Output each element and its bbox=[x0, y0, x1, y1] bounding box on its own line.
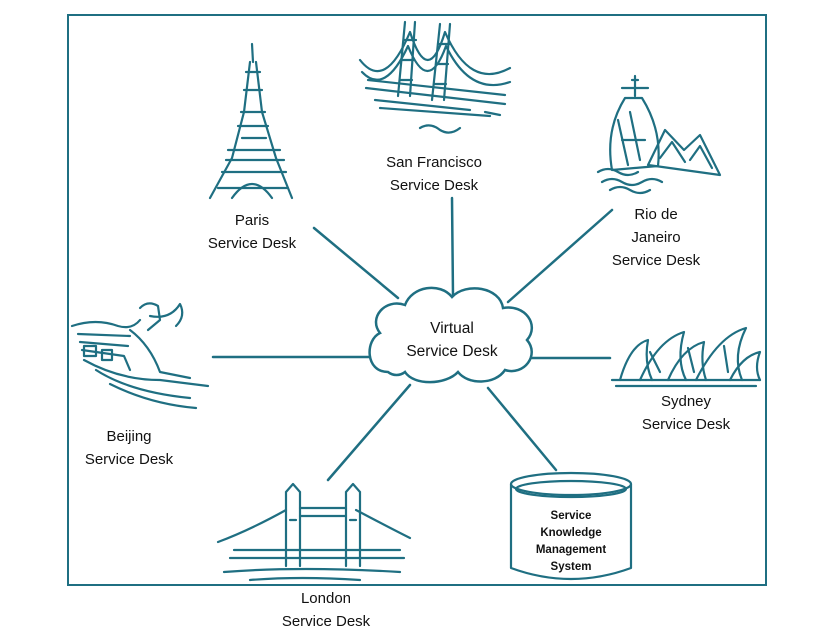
virtual-service-desk-cloud bbox=[368, 286, 533, 384]
tower-bridge-icon bbox=[216, 482, 412, 582]
eiffel-tower-icon bbox=[208, 42, 294, 200]
connector-rio bbox=[506, 208, 614, 304]
christ-the-redeemer-icon bbox=[596, 74, 722, 195]
beijing-label: Beijing Service Desk bbox=[84, 428, 174, 468]
connector-san-francisco bbox=[450, 196, 455, 298]
golden-gate-bridge-icon bbox=[358, 20, 512, 134]
virtual-service-desk-label: Virtual Service Desk bbox=[406, 320, 498, 360]
sydney-label: Sydney Service Desk bbox=[641, 393, 731, 433]
database-icon bbox=[509, 471, 633, 581]
connector-london bbox=[326, 383, 412, 482]
diagram-frame bbox=[67, 14, 767, 586]
rio-label: Rio de Janeiro Service Desk bbox=[611, 206, 701, 269]
san-francisco-label: San Francisco Service Desk bbox=[386, 154, 482, 194]
great-wall-icon bbox=[70, 302, 210, 410]
london-label: London Service Desk bbox=[281, 590, 371, 630]
paris-label: Paris Service Desk bbox=[207, 212, 297, 252]
opera-house-icon bbox=[610, 326, 762, 388]
connector-skms bbox=[486, 386, 558, 472]
skms-label: Service Knowledge Management System bbox=[535, 510, 607, 573]
connector-paris bbox=[312, 226, 400, 300]
